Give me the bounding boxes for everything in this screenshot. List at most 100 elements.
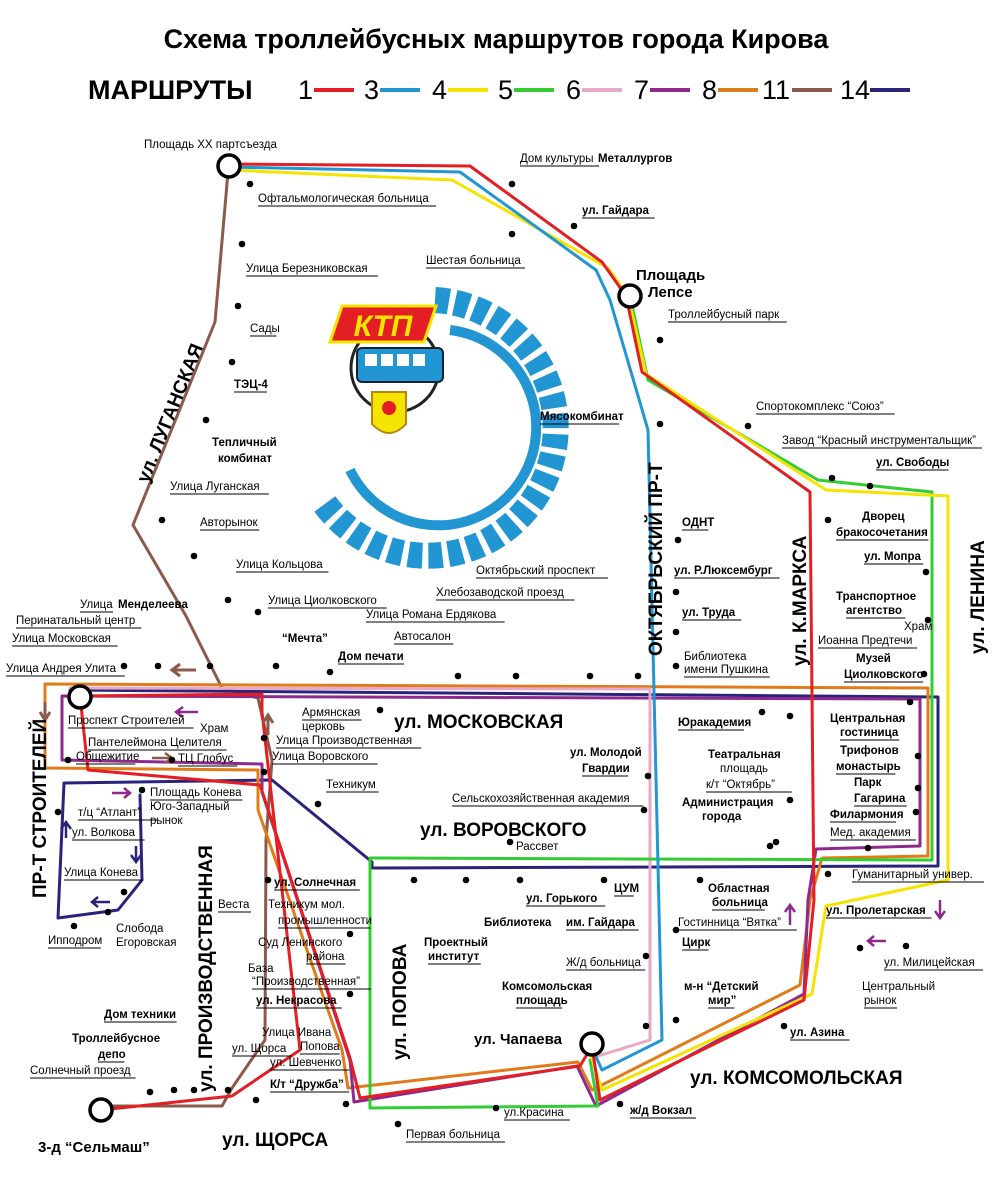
route-4-line: [227, 168, 950, 1092]
stop-dot: [260, 734, 268, 742]
stop-biblg_a: Библиотека: [484, 917, 552, 929]
street-stroiteley: ПР-Т СТРОИТЕЛЕЙ: [29, 719, 51, 898]
stop-ivana1: Улица Ивана: [262, 1027, 332, 1039]
terminal-label: 3-д “Сельмаш”: [38, 1139, 150, 1156]
stop-ippodrom: Ипподром: [48, 935, 102, 947]
stop-dot: [920, 670, 928, 678]
terminal-labels: Площадь XX партсъезда Площадь Лепсе ул. …: [38, 139, 705, 1156]
stop-sud1: Суд Ленинского: [258, 937, 342, 949]
stop-dot: [644, 772, 652, 780]
stop-oktprosp: Октябрьский проспект: [476, 565, 596, 577]
stop-perinatal: Перинатальный центр: [16, 615, 135, 627]
stop-druzhba: К/т “Дружба”: [270, 1079, 344, 1091]
stop-dot: [342, 1100, 350, 1108]
stop-dot: [462, 876, 470, 884]
stop-dot: [758, 708, 766, 716]
stop-schorsa_st: ул. Щорса: [232, 1043, 287, 1055]
stop-selhoz: Сельскохозяйственная академия: [452, 793, 630, 805]
stop-baza1: База: [248, 963, 274, 975]
stop-rassvet: Рассвет: [516, 841, 559, 853]
arrow-left-icon: [90, 896, 110, 908]
street-proizvodstvennaya: ул. ПРОИЗВОДСТВЕННАЯ: [196, 845, 217, 1092]
stop-park2: Гагарина: [854, 793, 906, 805]
route-7-line: [60, 694, 922, 1108]
terminal-label: Площадь XX партсъезда: [144, 139, 278, 151]
stop-teplich2: комбинат: [218, 453, 272, 465]
stop-dot: [158, 516, 166, 524]
arrow-left-icon: [169, 662, 196, 678]
stop-dot: [154, 662, 162, 670]
stop-centrryn1: Центральный: [862, 981, 935, 993]
stop-detmir2: мир”: [708, 995, 736, 1007]
stop-dot: [168, 756, 176, 764]
stop-zhdbol: Ж/д больница: [566, 957, 642, 969]
stop-moskovskaya_st: Улица Московская: [12, 633, 111, 645]
stop-park1: Парк: [854, 777, 882, 789]
stop-mopra: ул. Мопра: [864, 551, 922, 563]
terminal-xx: [216, 153, 242, 179]
stop-dot: [780, 1022, 788, 1030]
stop-dot: [600, 876, 608, 884]
legend-route-number: 7: [634, 75, 649, 105]
stop-solnproezd: Солнечный проезд: [30, 1065, 131, 1077]
stop-mendeleeva_a: Улица: [80, 599, 113, 611]
stop-lugansk: Улица Луганская: [170, 481, 260, 493]
stop-admin2: города: [702, 811, 742, 823]
stop-nekrasova: ул. Некрасова: [256, 995, 337, 1007]
terminals: [67, 153, 643, 1123]
stop-krasina: ул.Красина: [504, 1107, 564, 1119]
stop-dot: [376, 706, 384, 714]
arrow-up-icon: [59, 819, 73, 838]
street-oktyabrsky: ОКТЯБРЬСКИЙ ПР-Т: [645, 462, 667, 656]
stop-metall_b: Металлургов: [598, 153, 672, 165]
stop-dot: [744, 422, 752, 430]
arrow-left-icon: [173, 705, 198, 719]
stop-biblg_b: им. Гайдара: [566, 917, 636, 929]
stop-vesta: Веста: [218, 899, 250, 911]
stop-erdyakova: Улица Романа Ердякова: [366, 609, 497, 621]
stop-vyatka: Гостинница “Вятка”: [678, 917, 781, 929]
stop-avtorynok: Авторынок: [200, 517, 258, 529]
terminal-lepse: [617, 283, 643, 309]
stop-dot: [642, 952, 650, 960]
stop-detmir1: м-н “Детский: [684, 981, 759, 993]
stop-dot: [828, 474, 836, 482]
stop-dompechati: Дом печати: [338, 651, 404, 663]
stop-prosp_str: Проспект Строителей: [68, 715, 185, 727]
stop-dot: [120, 888, 128, 896]
stop-dot: [394, 1120, 402, 1128]
stop-pervaya: Первая больница: [406, 1129, 501, 1141]
stop-dot: [70, 922, 78, 930]
street-luganskaya: ул. ЛУГАНСКАЯ: [133, 341, 208, 486]
stop-mendeleeva_b: Менделеева: [118, 599, 188, 611]
street-lenina: ул. ЛЕНИНА: [968, 540, 989, 654]
logo-banner: [327, 304, 439, 344]
stop-depo2: депо: [98, 1049, 126, 1061]
street-vorovskogo: ул. ВОРОВСКОГО: [420, 820, 587, 841]
stop-dot: [234, 302, 242, 310]
route-8-line: [43, 682, 930, 1092]
stop-dot: [146, 1088, 154, 1096]
stop-oftalm: Офтальмологическая больница: [258, 193, 429, 205]
stop-dot: [228, 358, 236, 366]
stop-koltsova: Улица Кольцова: [236, 559, 323, 571]
stop-cirk: Цирк: [682, 937, 710, 949]
terminal-chapaeva: [579, 1031, 605, 1057]
stop-soyuz: Спортокомплекс “Союз”: [756, 401, 884, 413]
stop-gaidara: ул. Гайдара: [582, 205, 649, 217]
stop-armyan1: Армянская: [302, 707, 360, 719]
stop-dot: [508, 180, 516, 188]
route-3-line: [227, 165, 664, 1072]
arrow-left-icon: [866, 935, 886, 947]
legend-route-number: 14: [840, 75, 870, 105]
stop-centr2: гостиница: [840, 727, 899, 739]
routes: [43, 162, 950, 1112]
stop-hram_i2: Иоанна Предтечи: [818, 635, 912, 647]
route-14-line: [56, 688, 940, 920]
terminal-stroiteley: [67, 684, 93, 710]
stop-cum: ЦУМ: [614, 883, 639, 895]
stop-dot: [914, 752, 922, 760]
gear-inner-arc: [345, 325, 542, 531]
